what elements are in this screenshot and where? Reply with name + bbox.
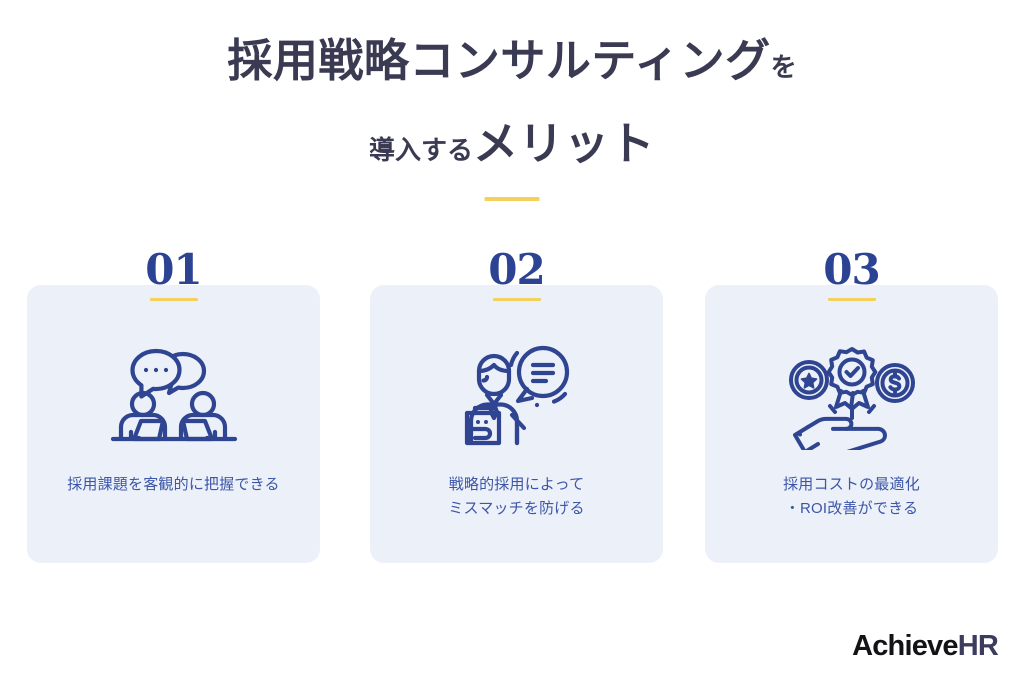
card-number-badge-02: 02 <box>370 249 663 301</box>
card-caption-01: 採用課題を客観的に把握できる <box>41 473 306 497</box>
benefit-card-list: 01 <box>27 249 998 563</box>
card-number-badge-03: 03 <box>705 249 998 301</box>
caption-line: 採用コストの最適化 <box>783 476 920 493</box>
title-line-2: 導入するメリット <box>0 121 1024 166</box>
title-line-2-main: メリット <box>473 118 656 169</box>
caption-line: ・ROI改善ができる <box>784 500 919 518</box>
caption-line: 戦略的採用によって <box>448 476 585 493</box>
card-number-01: 01 <box>145 245 202 294</box>
title-accent-rule <box>484 197 540 201</box>
caption-line: ミスマッチを防げる <box>448 500 585 518</box>
hand-award-coin-icon <box>705 337 998 453</box>
card-caption-02: 戦略的採用によって ミスマッチを防げる <box>384 473 649 522</box>
card-number-rule <box>827 298 876 301</box>
card-number-rule <box>492 298 541 301</box>
page-title: 採用戦略コンサルティングを 導入するメリット <box>0 38 1024 166</box>
card-number-rule <box>149 298 198 301</box>
title-line-1-main: 採用戦略コンサルティング <box>227 35 771 86</box>
title-line-1-suffix: を <box>770 52 797 82</box>
card-number-03: 03 <box>823 245 880 294</box>
benefit-card-03[interactable]: 03 <box>705 249 998 563</box>
person-clipboard-speech-icon <box>370 337 663 453</box>
logo-text-hr: HR <box>957 630 999 662</box>
title-line-2-prefix: 導入する <box>368 135 473 165</box>
benefit-card-01[interactable]: 01 <box>27 249 320 563</box>
card-number-badge-01: 01 <box>27 249 320 301</box>
logo-text-achieve: Achieve <box>852 630 958 662</box>
meeting-consultation-icon <box>27 337 320 453</box>
card-caption-03: 採用コストの最適化 ・ROI改善ができる <box>719 473 984 522</box>
title-line-1: 採用戦略コンサルティングを <box>0 38 1024 83</box>
card-number-02: 02 <box>488 245 545 294</box>
caption-line: 採用課題を客観的に把握できる <box>67 476 280 493</box>
benefit-card-02[interactable]: 02 <box>370 249 663 563</box>
